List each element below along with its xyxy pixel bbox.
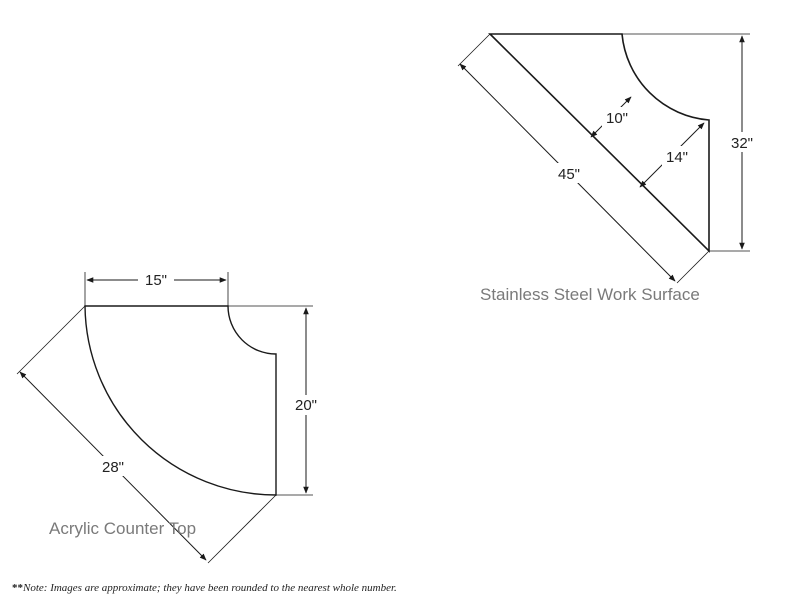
acrylic-extension-line xyxy=(16,305,86,375)
footnote-text: Note: Images are approximate; they have … xyxy=(23,582,397,594)
steel-depth-label: 14" xyxy=(666,149,688,166)
steel-surface-diagram: 32" 45" 10" 14" Stainless Steel Work Sur… xyxy=(457,33,758,304)
steel-surface-outline xyxy=(488,33,710,253)
steel-extension-line xyxy=(457,33,491,67)
acrylic-top-caption: Acrylic Counter Top xyxy=(49,519,196,538)
footnote-prefix: ** xyxy=(12,582,23,594)
steel-inner-radius-label: 10" xyxy=(606,110,628,127)
acrylic-top-diagram: 15" 20" 28" Acrylic Counter Top xyxy=(16,270,322,564)
steel-extension-line xyxy=(676,250,710,284)
acrylic-diagonal-label: 28" xyxy=(102,459,124,476)
acrylic-height-label: 20" xyxy=(295,397,317,414)
steel-surface-caption: Stainless Steel Work Surface xyxy=(480,285,700,304)
steel-diagonal-label: 45" xyxy=(558,166,580,183)
steel-height-label: 32" xyxy=(731,135,753,152)
acrylic-width-label: 15" xyxy=(145,272,167,289)
acrylic-extension-line xyxy=(207,494,277,564)
footnote: **Note: Images are approximate; they hav… xyxy=(12,582,397,594)
